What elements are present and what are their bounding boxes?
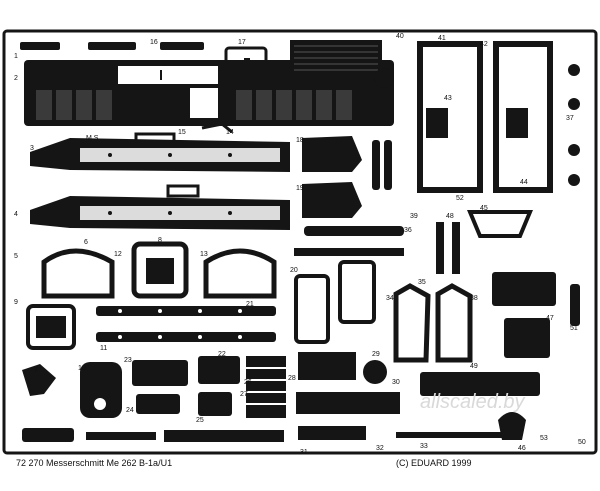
rail-parts-11: [96, 306, 276, 342]
part-number-label: 46: [518, 445, 526, 452]
small-part-14: [201, 122, 233, 134]
part-number-label: 2: [14, 75, 18, 82]
part-number-label: 28: [288, 375, 296, 382]
part-number-label: 16: [150, 39, 158, 46]
part-number-label: 27: [240, 391, 248, 398]
part-number-label: 41: [438, 35, 446, 42]
frame-parts-41-43: [417, 41, 553, 193]
part-number-label: 49: [470, 363, 478, 370]
part-number-label: 25: [196, 417, 204, 424]
part-number-label: 1: [14, 53, 18, 60]
frame-part-43a: [426, 108, 448, 138]
watermark-text: allscaled.by: [420, 391, 526, 413]
part-number-label: 6: [84, 239, 88, 246]
part-number-label: 38: [470, 295, 478, 302]
part-number-label: 39: [410, 213, 418, 220]
part-9: [26, 304, 76, 350]
part-number-label: 4: [14, 211, 18, 218]
part-number-label: 7: [34, 367, 38, 374]
part-number-label: 32: [376, 445, 384, 452]
part-number-label: 5: [14, 253, 18, 260]
part-number-label: 24: [126, 407, 134, 414]
part-number-label: 31: [300, 449, 308, 456]
part-number-label: 45: [480, 205, 488, 212]
part-9-inner: [36, 316, 66, 338]
part-number-label: 18: [296, 137, 304, 144]
right-edge-small-parts: [568, 64, 580, 186]
part-number-label: 20: [290, 267, 298, 274]
part-number-label: 22: [218, 351, 226, 358]
kit-title: 72 270 Messerschmitt Me 262 B-1a/U1: [16, 458, 172, 468]
part-number-label: 47: [546, 315, 554, 322]
part-number-label: 3: [30, 145, 34, 152]
part-number-label: 43: [444, 95, 452, 102]
part-number-label: 9: [14, 299, 18, 306]
marking-text: M S: [86, 135, 99, 142]
part-number-label: 23: [124, 357, 132, 364]
central-parts: [294, 136, 404, 440]
part-number-label: 8: [158, 237, 162, 244]
part-number-label: 48: [446, 213, 454, 220]
part-number-label: 53: [540, 435, 548, 442]
frame-part-43b: [506, 108, 528, 138]
part-number-label: 12: [114, 251, 122, 258]
parts-35-36: [393, 283, 473, 363]
part-number-label: 35: [418, 279, 426, 286]
part-number-label: 42: [480, 41, 488, 48]
part-number-label: 13: [200, 251, 208, 258]
bezel-parts: [41, 241, 277, 299]
part-number-label: 21: [246, 301, 254, 308]
part-number-label: 52: [456, 195, 464, 202]
part-number-label: 34: [386, 295, 394, 302]
part-number-label: 37: [566, 115, 574, 122]
strip-part-4: [30, 196, 290, 230]
part-number-label: 36: [404, 227, 412, 234]
part-number-label: 29: [372, 351, 380, 358]
part-number-label: 26: [244, 379, 252, 386]
part-number-label: 10: [78, 365, 86, 372]
part-number-label: 40: [396, 33, 404, 40]
part-number-label: 30: [392, 379, 400, 386]
fret-frame: [2, 29, 598, 455]
large-panel-part-1: [24, 40, 394, 126]
part-number-label: 11: [100, 345, 107, 352]
part-number-label: 15: [178, 129, 186, 136]
part-number-label: 19: [296, 185, 304, 192]
bottom-left-cluster: [22, 356, 286, 442]
small-part-15b: [166, 184, 200, 198]
small-part-15a: [134, 132, 176, 148]
part-number-label: 17: [238, 39, 246, 46]
part-number-label: 33: [420, 443, 428, 450]
part-number-labels: 1 2 3 4 5 6 7 8 9 10 11 12 13 14 15 16 1…: [14, 33, 586, 456]
right-mid-cluster: [396, 210, 580, 440]
strip-part-3: [30, 138, 290, 172]
part-8-inner: [146, 258, 174, 284]
copyright-text: (C) EDUARD 1999: [396, 458, 472, 468]
part-number-label: 14: [226, 129, 234, 136]
part-number-label: 51: [570, 325, 578, 332]
part-number-label: 50: [578, 439, 586, 446]
top-left-small-parts: [20, 42, 268, 78]
part-number-label: 44: [520, 179, 528, 186]
